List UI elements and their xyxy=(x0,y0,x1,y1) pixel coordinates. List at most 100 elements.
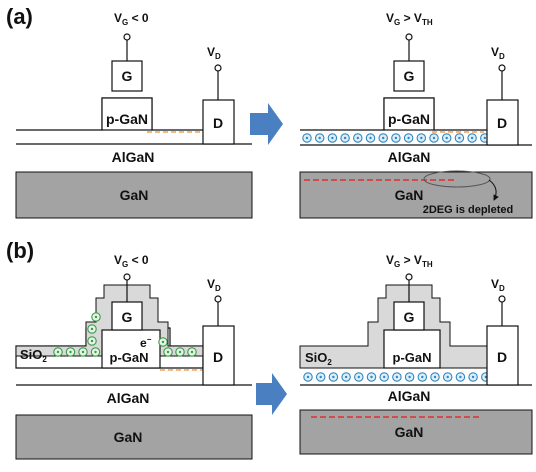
algan-label: AlGaN xyxy=(107,390,150,406)
electron-carrier-core xyxy=(459,375,462,379)
electron-carrier-core xyxy=(369,136,372,140)
transition-arrow-a xyxy=(250,103,283,145)
hole-carrier-core xyxy=(190,350,194,354)
gate-bias-label: VG < 0 xyxy=(114,11,149,27)
panel-b-right-device: GaN AlGaN p-GaN G VG > VTH SiO2 D VD xyxy=(299,253,533,455)
panel-a-label: (a) xyxy=(6,4,33,29)
gate-bias-label: VG < 0 xyxy=(114,253,149,269)
gate-label: G xyxy=(122,309,133,325)
gan-substrate xyxy=(15,414,253,460)
gate-label: G xyxy=(122,68,133,84)
electron-carrier-core xyxy=(471,375,475,379)
drain-bias-label: VD xyxy=(491,45,505,61)
gate-bias-label: VG > VTH xyxy=(386,253,433,269)
callout-arrow xyxy=(488,179,499,201)
electron-carrier-core xyxy=(357,375,360,379)
pgan-label: p-GaN xyxy=(110,350,149,365)
electron-carrier-core xyxy=(421,375,424,379)
hole-carrier-core xyxy=(161,340,165,344)
drain-contact xyxy=(486,325,519,386)
electron-carrier-core xyxy=(319,375,322,379)
pgan-layer xyxy=(101,97,153,131)
drain-bias-label: VD xyxy=(207,277,221,293)
gate-terminal xyxy=(405,33,413,41)
hole-carrier-core xyxy=(90,339,94,343)
hole-carrier-core xyxy=(81,350,85,354)
electron-carrier-core xyxy=(356,136,359,140)
electron-carrier-core xyxy=(408,375,411,379)
gate-contact xyxy=(111,60,143,92)
algan-label: AlGaN xyxy=(112,149,155,165)
gate-bias-label: VG > VTH xyxy=(386,11,433,27)
panel-a-left-device: GaN AlGaN p-GaN G VG < 0 D VD xyxy=(15,11,253,219)
pgan-layer xyxy=(383,97,435,131)
electron-carrier-core xyxy=(470,136,474,140)
gate-contact xyxy=(393,60,425,92)
panel-b-label: (b) xyxy=(6,238,34,263)
gan-label: GaN xyxy=(114,429,143,445)
gan-substrate xyxy=(15,171,253,219)
electron-carrier-core xyxy=(445,136,448,140)
electron-carrier-core xyxy=(382,136,385,140)
gate-terminal xyxy=(405,273,413,281)
electron-carrier-core xyxy=(446,375,449,379)
hole-carrier-core xyxy=(166,350,170,354)
drain-label: D xyxy=(497,115,507,131)
drain-label: D xyxy=(497,349,507,365)
electron-carrier-core xyxy=(370,375,373,379)
algan-label: AlGaN xyxy=(388,388,431,404)
gate-terminal xyxy=(123,273,131,281)
hole-carrier-core xyxy=(94,315,98,319)
depletion-annotation: 2DEG is depleted xyxy=(423,204,513,216)
panel-b-left-device: GaN AlGaN p-GaN e− G VG < 0 SiO2 D VD xyxy=(15,253,253,460)
electron-carrier-core xyxy=(407,136,410,140)
pgan-label: p-GaN xyxy=(106,111,148,127)
transition-arrow-b xyxy=(256,373,287,415)
drain-bias-label: VD xyxy=(491,277,505,293)
sio2-label: SiO2 xyxy=(305,350,332,367)
electron-carrier-core xyxy=(331,136,334,140)
drain-bias-label: VD xyxy=(207,45,221,61)
hole-carrier-core xyxy=(178,350,182,354)
drain-terminal xyxy=(214,64,222,72)
hole-column-left xyxy=(87,336,97,346)
hole-row-left xyxy=(53,347,101,357)
pgan-layer xyxy=(383,329,441,369)
electron-carrier-core xyxy=(433,375,437,379)
hole-carrier-core xyxy=(90,327,94,331)
hole-column-left-2 xyxy=(87,324,97,334)
drain-contact xyxy=(486,99,519,146)
depletion-callout-ellipse xyxy=(423,170,491,188)
hole-row-right xyxy=(163,347,197,357)
drain-terminal xyxy=(498,295,506,303)
gate-label: G xyxy=(404,309,415,325)
hole-carrier-core xyxy=(56,350,60,354)
electron-row xyxy=(302,133,490,143)
hole-carrier-core xyxy=(94,350,97,354)
gan-label: GaN xyxy=(395,424,424,440)
gate-terminal xyxy=(123,33,131,41)
electron-carrier-core xyxy=(420,136,423,140)
drain-terminal xyxy=(214,295,222,303)
hole-right-col xyxy=(158,337,168,347)
gate-contact xyxy=(393,301,425,331)
electron-carrier-core xyxy=(484,375,487,379)
electron-carrier-core xyxy=(458,136,461,140)
hole-column-left-3 xyxy=(91,312,101,322)
electron-carrier-core xyxy=(343,136,347,140)
gate-label: G xyxy=(404,68,415,84)
electron-carrier-core xyxy=(395,375,399,379)
pgan-label: p-GaN xyxy=(393,350,432,365)
electron-carrier-core xyxy=(394,136,398,140)
electron-carrier-core xyxy=(332,375,335,379)
algan-label: AlGaN xyxy=(388,149,431,165)
sio2-label: SiO2 xyxy=(20,347,47,364)
drain-label: D xyxy=(213,349,223,365)
panel-a-right-device: GaN 2DEG is depleted AlGaN p-GaN G VG > … xyxy=(299,11,533,219)
electron-carrier-core xyxy=(483,136,486,140)
electron-label: e− xyxy=(140,335,152,350)
hole-carrier-core xyxy=(69,350,72,354)
electron-carrier-core xyxy=(432,136,436,140)
electron-carrier-core xyxy=(383,375,386,379)
